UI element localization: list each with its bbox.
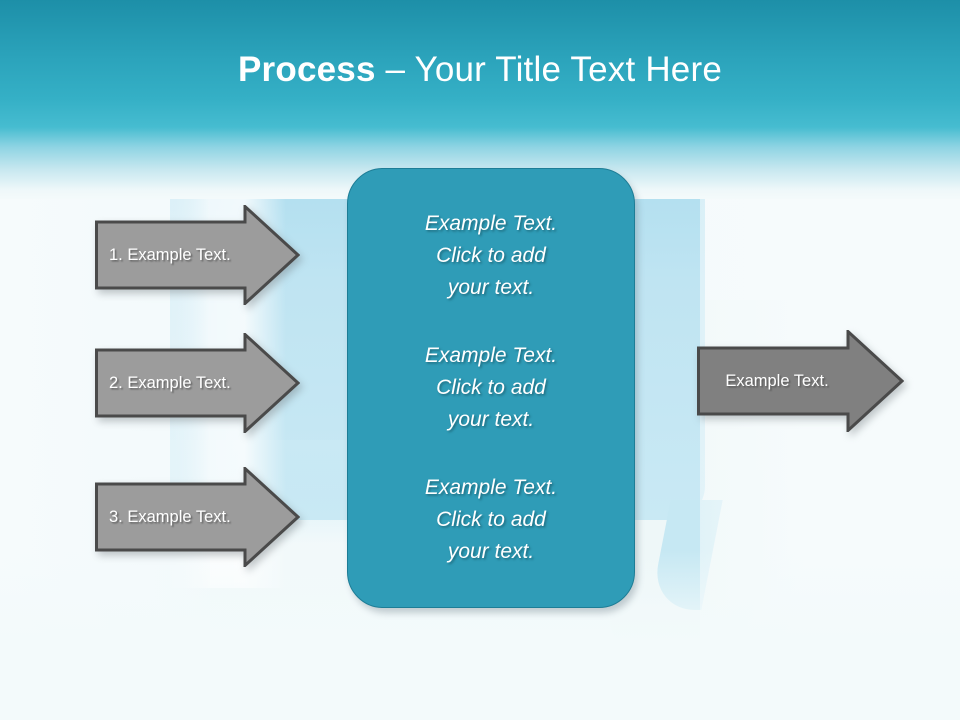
process-output-arrow[interactable]: Example Text. (697, 330, 904, 432)
process-step-arrow-1-label: 1. Example Text. (109, 245, 231, 264)
process-step-arrow-2-label: 2. Example Text. (109, 373, 231, 392)
process-step-arrow-1[interactable]: 1. Example Text. (95, 205, 300, 305)
page-title-bold: Process (238, 50, 386, 89)
process-step-arrow-3-label: 3. Example Text. (109, 507, 231, 526)
process-step-arrow-3[interactable]: 3. Example Text. (95, 467, 300, 567)
slide-header-band (0, 0, 960, 127)
right-arrow-icon (95, 467, 300, 567)
process-output-arrow-label: Example Text. (725, 371, 829, 390)
right-arrow-icon (95, 205, 300, 305)
page-title: Process – Your Title Text Here (0, 49, 960, 91)
process-step-arrow-2[interactable]: 2. Example Text. (95, 333, 300, 433)
page-title-regular: – Your Title Text Here (385, 50, 722, 89)
right-arrow-icon (95, 333, 300, 433)
center-panel-text-block-3: Example Text. Click to add your text. (424, 476, 558, 563)
center-panel-text-block-1: Example Text. Click to add your text. (424, 212, 558, 299)
process-center-panel[interactable]: Example Text. Click to add your text. Ex… (347, 168, 635, 608)
right-arrow-icon (697, 330, 904, 432)
center-panel-text-block-2: Example Text. Click to add your text. (424, 344, 558, 431)
